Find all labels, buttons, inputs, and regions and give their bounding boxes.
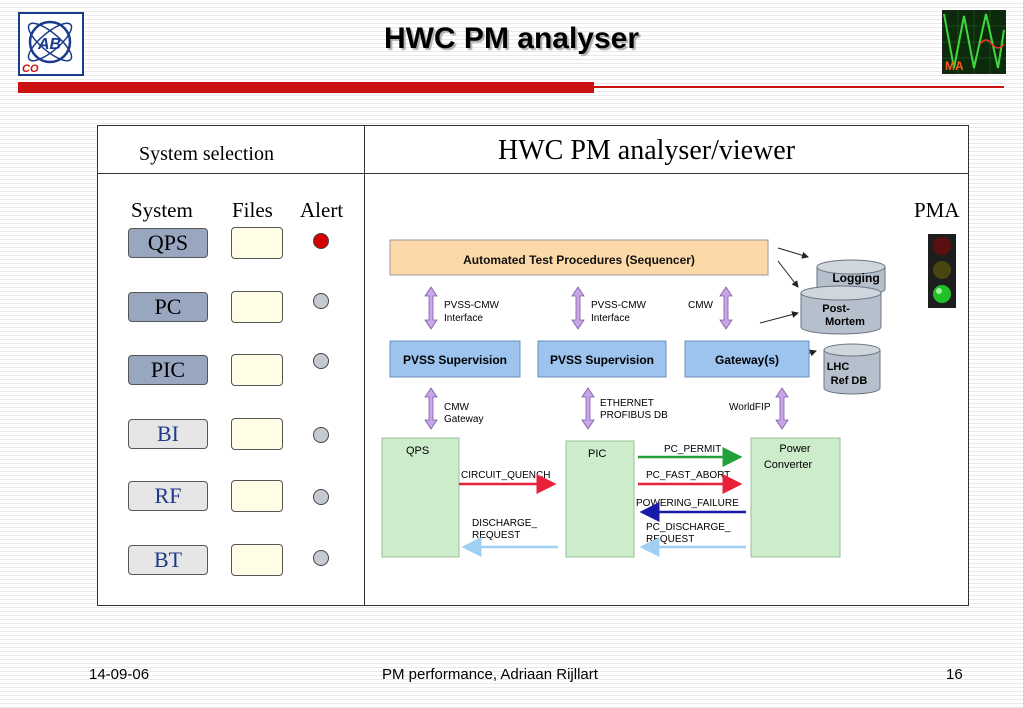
link3-label: CMW: [688, 300, 714, 311]
gateway-box: [684, 340, 810, 378]
signal-circuit-quench-label: CIRCUIT_QUENCH: [461, 470, 550, 481]
footer-presenter: PM performance, Adriaan Rijllart: [382, 666, 598, 683]
logging-label: Logging: [832, 271, 879, 285]
system-selection-header: System selection: [139, 143, 274, 165]
files-box-pc[interactable]: [231, 291, 283, 323]
cmw-gateway-label-a: CMW: [444, 402, 470, 413]
signal-discharge-label-1: DISCHARGE_: [472, 518, 537, 529]
title-underline-bar: [18, 82, 594, 93]
pvss-supervision-box-1: [389, 340, 521, 378]
alert-indicator-pic: [313, 353, 329, 369]
traffic-light-yellow-lamp: [933, 261, 951, 279]
ma-logo: MA: [941, 9, 1007, 75]
ab-co-logo: AB CO: [18, 12, 84, 76]
power-converter-label-2: Converter: [764, 459, 813, 471]
pvss-supervision-label-2: PVSS Supervision: [550, 353, 654, 367]
column-header-system: System: [131, 198, 193, 222]
lhc-label-1: LHC: [827, 361, 850, 373]
system-button-rf[interactable]: RF: [128, 481, 208, 511]
system-button-bt[interactable]: BT: [128, 545, 208, 575]
architecture-diagram: Automated Test Procedures (Sequencer) Lo…: [368, 235, 888, 561]
lhc-ref-db-icon: [823, 343, 881, 395]
system-button-pc[interactable]: PC: [128, 292, 208, 322]
alert-indicator-bt: [313, 550, 329, 566]
frame-divider-horizontal: [97, 173, 969, 174]
postmortem-label-1: Post-: [822, 303, 850, 315]
worldfip-label: WorldFIP: [729, 402, 771, 413]
alert-indicator-pc: [313, 293, 329, 309]
slide-title: HWC PM analyser: [383, 22, 640, 55]
files-box-pic[interactable]: [231, 354, 283, 386]
pic-device-label: PIC: [588, 448, 606, 460]
files-box-bi[interactable]: [231, 418, 283, 450]
pvss-supervision-box-2: [537, 340, 667, 378]
pma-label: PMA: [914, 198, 960, 222]
link2-label-a: PVSS-CMW: [591, 300, 647, 311]
gateway-label: Gateway(s): [715, 353, 779, 367]
viewer-header: HWC PM analyser/viewer: [498, 135, 796, 166]
ethernet-label-a: ETHERNET: [600, 398, 654, 409]
pvss-supervision-label-1: PVSS Supervision: [403, 353, 507, 367]
files-box-bt[interactable]: [231, 544, 283, 576]
footer-date: 14-09-06: [89, 666, 150, 683]
sequencer-box: [389, 239, 769, 276]
link1-label-b: Interface: [444, 313, 483, 324]
traffic-light-red-lamp: [933, 237, 951, 255]
signal-pc-discharge-label-1: PC_DISCHARGE_: [646, 522, 731, 533]
qps-device-label: QPS: [406, 445, 429, 457]
signal-discharge-label-2: REQUEST: [472, 530, 520, 541]
pic-device-box: [565, 440, 635, 558]
cmw-gateway-label-b: Gateway: [444, 414, 483, 425]
link1-label-a: PVSS-CMW: [444, 300, 500, 311]
column-header-alert: Alert: [300, 198, 344, 222]
link2-label-b: Interface: [591, 313, 630, 324]
title-underline-line: [594, 86, 1004, 88]
traffic-light-green-lamp: [933, 285, 951, 303]
column-header-files: Files: [232, 198, 273, 222]
svg-text:AB: AB: [37, 36, 61, 53]
signal-powering-failure-label: POWERING_FAILURE: [636, 498, 739, 509]
traffic-light: [928, 234, 956, 308]
alert-indicator-rf: [313, 489, 329, 505]
alert-indicator-bi: [313, 427, 329, 443]
files-box-qps[interactable]: [231, 227, 283, 259]
system-button-qps[interactable]: QPS: [128, 228, 208, 258]
postmortem-label-2: Mortem: [825, 316, 865, 328]
footer-page-number: 16: [946, 666, 963, 683]
power-converter-box: [750, 437, 841, 558]
svg-text:CO: CO: [22, 63, 39, 75]
svg-text:MA: MA: [945, 59, 964, 73]
frame-divider-vertical: [364, 125, 365, 606]
system-button-bi[interactable]: BI: [128, 419, 208, 449]
alert-indicator-qps: [313, 233, 329, 249]
signal-pc-permit-label: PC_PERMIT: [664, 444, 721, 455]
files-box-rf[interactable]: [231, 480, 283, 512]
system-button-pic[interactable]: PIC: [128, 355, 208, 385]
power-converter-label-1: Power: [779, 443, 811, 455]
signal-pc-fast-abort-label: PC_FAST_ABORT: [646, 470, 730, 481]
qps-device-box: [381, 437, 460, 558]
postmortem-database-icon: [800, 285, 882, 335]
lhc-label-2: Ref DB: [831, 375, 868, 387]
sequencer-label: Automated Test Procedures (Sequencer): [463, 253, 695, 267]
signal-pc-discharge-label-2: REQUEST: [646, 534, 694, 545]
ethernet-label-b: PROFIBUS DB: [600, 410, 668, 421]
